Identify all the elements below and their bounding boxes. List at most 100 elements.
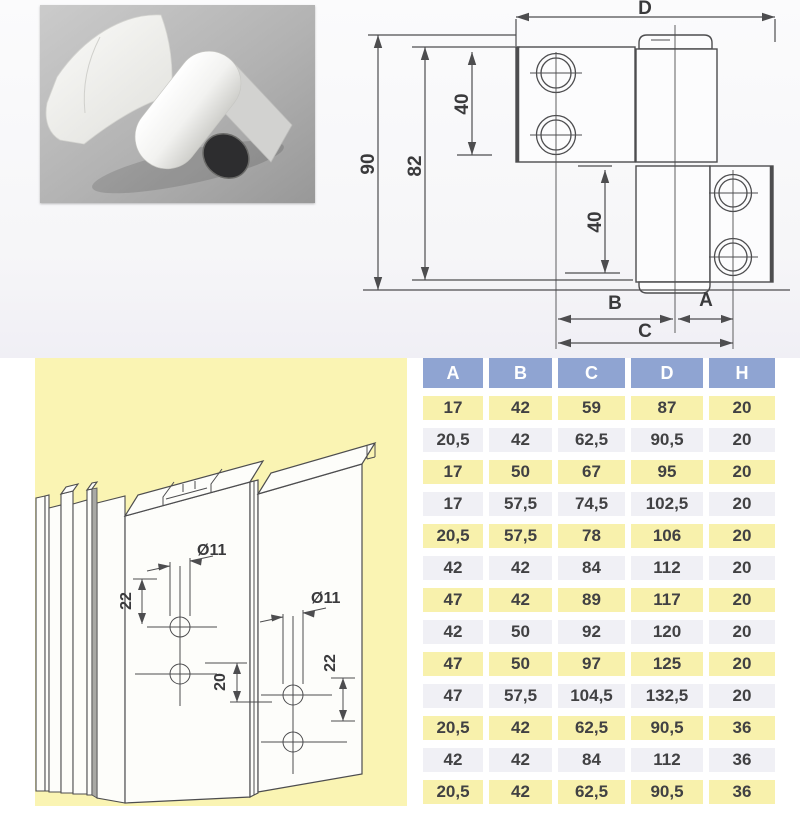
table-cell: 95 — [631, 460, 703, 484]
table-cell: 36 — [709, 716, 775, 740]
top-section: D 90 82 40 40 B A C — [0, 0, 800, 358]
dimension-arrows — [373, 12, 775, 348]
table-cell: 17 — [423, 396, 483, 420]
table-cell: 42 — [489, 780, 552, 804]
table-cell: 90,5 — [631, 780, 703, 804]
table-cell: 42 — [489, 396, 552, 420]
left-panel-face — [124, 481, 251, 804]
table-cell: 104,5 — [558, 684, 625, 708]
table-cell: 50 — [489, 620, 552, 644]
table-cell: 97 — [558, 652, 625, 676]
table-cell: 117 — [631, 588, 703, 612]
barrel-top-cap — [638, 34, 713, 50]
left-panel-top-face — [123, 460, 265, 517]
column-header-h: H — [709, 358, 775, 388]
table-cell: 125 — [631, 652, 703, 676]
table-cell: 47 — [423, 652, 483, 676]
table-cell: 17 — [423, 492, 483, 516]
table-cell: 112 — [631, 556, 703, 580]
dim-label-82: 82 — [405, 155, 426, 176]
table-cell: 17 — [423, 460, 483, 484]
hinge-photo — [40, 5, 315, 203]
table-cell: 42 — [489, 428, 552, 452]
table-cell: 20 — [709, 556, 775, 580]
dim-label-b: B — [608, 293, 622, 314]
table-cell: 132,5 — [631, 684, 703, 708]
profile-panel: Ø11 22 20 Ø11 22 — [35, 358, 407, 806]
table-cell: 20,5 — [423, 780, 483, 804]
table-cell: 20 — [709, 524, 775, 548]
table-cell: 87 — [631, 396, 703, 420]
dim-label-c: C — [638, 321, 652, 342]
table-cell: 42 — [489, 716, 552, 740]
frame-profile-edges — [35, 481, 126, 804]
profile-holes — [135, 566, 347, 774]
table-cell: 36 — [709, 748, 775, 772]
hinge-photo-image — [40, 5, 315, 203]
table-cell: 20 — [709, 684, 775, 708]
right-panel-face — [257, 463, 363, 793]
dim-label-dia-left: Ø11 — [197, 542, 226, 559]
hinge-wing — [45, 14, 173, 145]
table-cell: 20,5 — [423, 524, 483, 548]
table-cell: 50 — [489, 652, 552, 676]
hinge-dimension-drawing: D 90 82 40 40 B A C — [360, 0, 790, 349]
dim-label-40-top: 40 — [452, 93, 473, 114]
table-cell: 42 — [423, 620, 483, 644]
table-cell: 20 — [709, 396, 775, 420]
table-cell: 42 — [489, 556, 552, 580]
column-header-b: B — [489, 358, 552, 388]
profile-detail-lines — [162, 443, 376, 795]
table-cell: 90,5 — [631, 716, 703, 740]
dimension-lines — [363, 16, 790, 344]
dim-label-dia-right: Ø11 — [311, 590, 340, 607]
profile-drawing: Ø11 22 20 Ø11 22 — [35, 441, 377, 804]
table-cell: 62,5 — [558, 716, 625, 740]
table-cell: 20,5 — [423, 716, 483, 740]
table-cell: 20 — [709, 588, 775, 612]
table-cell: 47 — [423, 684, 483, 708]
hinge-outline — [515, 34, 774, 294]
table-cell: 20 — [709, 652, 775, 676]
table-cell: 89 — [558, 588, 625, 612]
table-cell: 47 — [423, 588, 483, 612]
wing-seam — [83, 36, 101, 114]
table-cell: 62,5 — [558, 428, 625, 452]
dim-label-20: 20 — [212, 673, 229, 691]
table-cell: 42 — [489, 748, 552, 772]
sash-panels — [123, 441, 377, 804]
table-cell: 42 — [489, 588, 552, 612]
table-cell: 59 — [558, 396, 625, 420]
table-cell: 67 — [558, 460, 625, 484]
hinge-cap-rim — [202, 133, 250, 179]
profile-dimension-arrows — [138, 558, 347, 721]
table-cell: 36 — [709, 780, 775, 804]
dim-label-40-bottom: 40 — [585, 211, 606, 232]
dim-label-90: 90 — [360, 153, 379, 174]
table-cell: 20 — [709, 620, 775, 644]
table-cell: 20 — [709, 428, 775, 452]
profile-gap-shadow — [91, 487, 98, 799]
table-cell: 50 — [489, 460, 552, 484]
upper-plate — [515, 46, 636, 163]
table-cell: 57,5 — [489, 524, 552, 548]
lower-plate — [709, 165, 774, 283]
barrel-lower — [635, 165, 711, 283]
table-cell: 90,5 — [631, 428, 703, 452]
column-header-d: D — [631, 358, 703, 388]
table-cell: 84 — [558, 556, 625, 580]
table-cell: 20 — [709, 460, 775, 484]
table-cell: 20 — [709, 492, 775, 516]
hinge-cap — [203, 133, 249, 179]
table-cell: 42 — [423, 556, 483, 580]
table-cell: 57,5 — [489, 684, 552, 708]
table-cell: 62,5 — [558, 780, 625, 804]
hinge-barrel — [134, 50, 242, 170]
hole-crosshairs — [530, 72, 758, 258]
table-cell: 84 — [558, 748, 625, 772]
table-cell: 74,5 — [558, 492, 625, 516]
profile-dimension-lines — [133, 555, 355, 722]
table-cell: 42 — [423, 748, 483, 772]
